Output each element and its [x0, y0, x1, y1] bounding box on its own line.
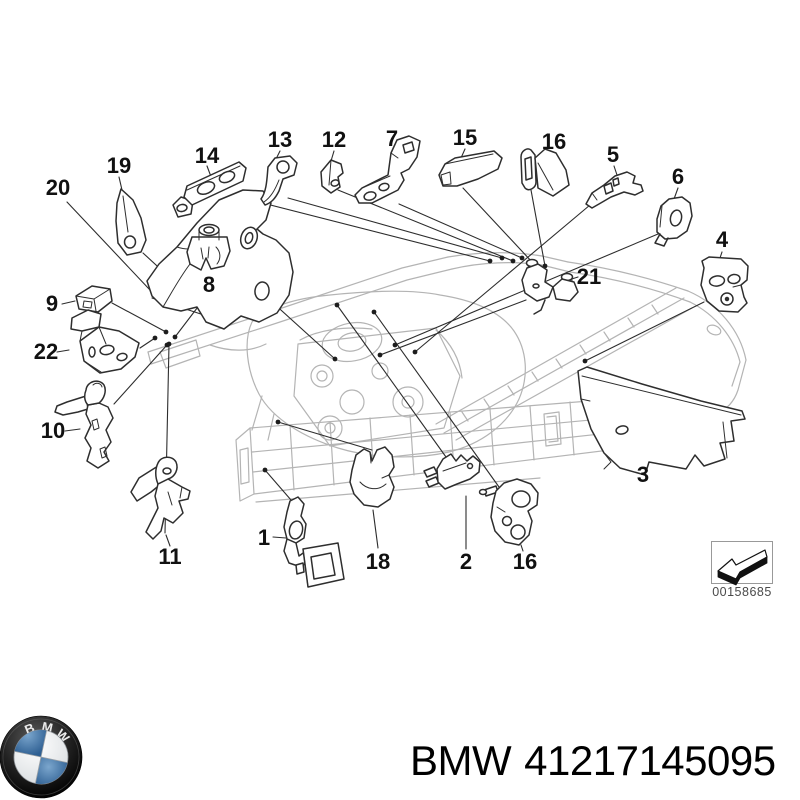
part-14-drawing — [172, 161, 247, 218]
part-22-drawing — [70, 309, 140, 374]
label-ticks — [56, 148, 723, 552]
footer-part-number: 41217145095 — [524, 737, 776, 784]
stamp-code: 00158685 — [712, 585, 772, 599]
main-assembly-drawing — [147, 252, 747, 503]
part-2-drawing — [423, 453, 481, 490]
part-1-drawing — [283, 496, 345, 588]
part-18-drawing — [349, 446, 395, 508]
footer-part-text: BMW 41217145095 — [410, 740, 776, 782]
part-16-bottom-drawing — [478, 478, 539, 546]
part-6-drawing — [654, 196, 693, 247]
part-5-drawing — [585, 171, 644, 209]
part-13-drawing — [260, 155, 298, 206]
part-11-drawing — [130, 456, 191, 540]
stamp-box — [711, 541, 773, 586]
part-3-drawing — [577, 366, 746, 476]
bmw-logo-icon: B M W — [0, 715, 83, 799]
part-4-drawing — [700, 256, 749, 313]
part-8-drawing — [186, 223, 231, 271]
part-12-drawing — [320, 159, 344, 194]
part-21-drawing — [521, 258, 579, 315]
part-7-drawing — [354, 135, 421, 204]
part-15-drawing — [438, 150, 503, 187]
part-16-top-drawing — [520, 148, 570, 197]
part-19-drawing — [115, 188, 147, 256]
part-10-drawing — [54, 380, 114, 469]
part-9-drawing — [75, 285, 113, 313]
stamp-arrow-icon — [717, 549, 768, 586]
footer-brand: BMW — [410, 737, 512, 784]
